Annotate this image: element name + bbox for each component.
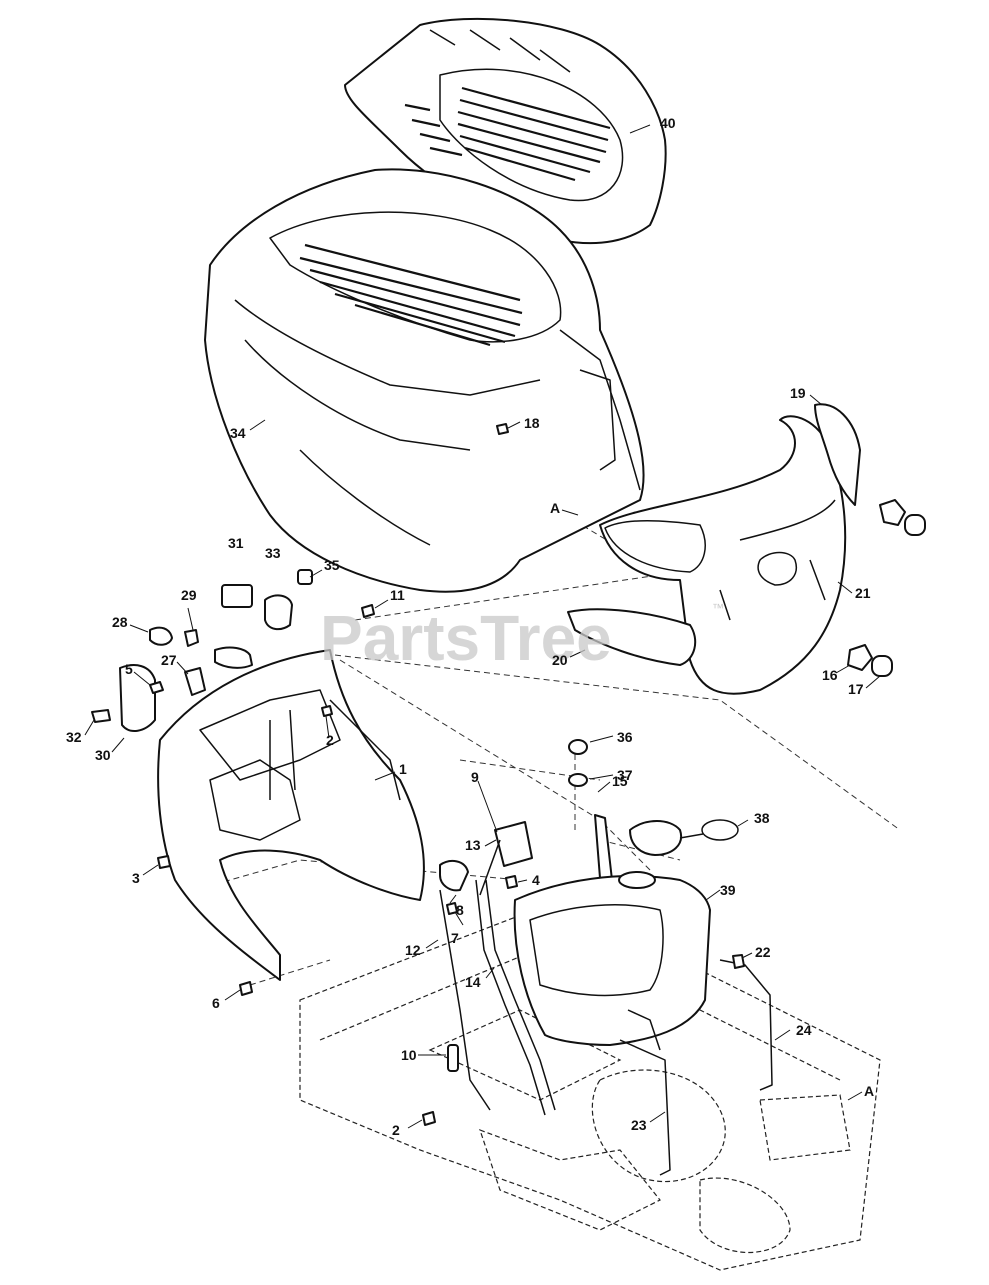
callout-40: 40 xyxy=(660,115,676,131)
callout-32: 32 xyxy=(66,729,82,745)
watermark: PartsTree ™ xyxy=(320,601,724,674)
callout-ref-a-top: A xyxy=(550,500,560,516)
callout-11: 11 xyxy=(390,587,405,603)
callout-labels: 40 34 18 A 19 21 20 16 17 31 33 35 11 28… xyxy=(66,115,874,1138)
callout-16: 16 xyxy=(822,667,838,683)
leader-lines xyxy=(84,124,881,1129)
grille-side-panel xyxy=(814,403,861,506)
hood-top-insert xyxy=(344,17,667,245)
grille-lower-lens xyxy=(567,608,697,666)
callout-6: 6 xyxy=(212,995,220,1011)
callout-21: 21 xyxy=(855,585,871,601)
callout-35: 35 xyxy=(324,557,340,573)
tank-bracket xyxy=(619,1009,671,1176)
callout-38: 38 xyxy=(754,810,770,826)
callout-3: 3 xyxy=(132,870,140,886)
grille xyxy=(599,415,847,695)
callout-1: 1 xyxy=(399,761,407,777)
callout-24: 24 xyxy=(796,1022,812,1038)
callout-31: 31 xyxy=(228,535,244,551)
callout-5: 5 xyxy=(125,661,133,677)
callout-13: 13 xyxy=(465,837,481,853)
callout-30: 30 xyxy=(95,747,111,763)
lever-parts xyxy=(439,814,613,1116)
callout-4: 4 xyxy=(532,872,540,888)
callout-18: 18 xyxy=(524,415,540,431)
callout-29: 29 xyxy=(181,587,197,603)
watermark-trademark: ™ xyxy=(712,601,724,615)
callout-20: 20 xyxy=(552,652,568,668)
callout-23: 23 xyxy=(631,1117,647,1133)
grille-fasteners xyxy=(847,499,926,677)
fuel-tank xyxy=(513,871,711,1046)
callout-19: 19 xyxy=(790,385,806,401)
fuel-line xyxy=(719,954,773,1091)
small-fasteners xyxy=(157,423,518,1126)
callout-10: 10 xyxy=(401,1047,417,1063)
hood-vent-slots xyxy=(299,243,523,347)
hood xyxy=(204,168,645,593)
callout-12: 12 xyxy=(405,942,421,958)
callout-9: 9 xyxy=(471,769,479,785)
callout-14: 14 xyxy=(465,974,481,990)
callout-17: 17 xyxy=(848,681,864,697)
callout-2-lower: 2 xyxy=(392,1122,400,1138)
callout-39: 39 xyxy=(720,882,736,898)
callout-7: 7 xyxy=(451,930,459,946)
dash-panel xyxy=(157,646,425,981)
callout-2-upper: 2 xyxy=(326,732,334,748)
callout-22: 22 xyxy=(755,944,771,960)
callout-37: 37 xyxy=(617,767,633,783)
hood-top-slots xyxy=(404,86,611,182)
callout-27: 27 xyxy=(161,652,177,668)
callout-15: 15 xyxy=(612,773,628,789)
gas-cap xyxy=(568,739,739,856)
watermark-text: PartsTree xyxy=(320,602,612,674)
callout-28: 28 xyxy=(112,614,128,630)
callout-33: 33 xyxy=(265,545,281,561)
callout-ref-a-bottom: A xyxy=(864,1083,874,1099)
callout-8: 8 xyxy=(456,902,464,918)
callout-34: 34 xyxy=(230,425,246,441)
callout-36: 36 xyxy=(617,729,633,745)
